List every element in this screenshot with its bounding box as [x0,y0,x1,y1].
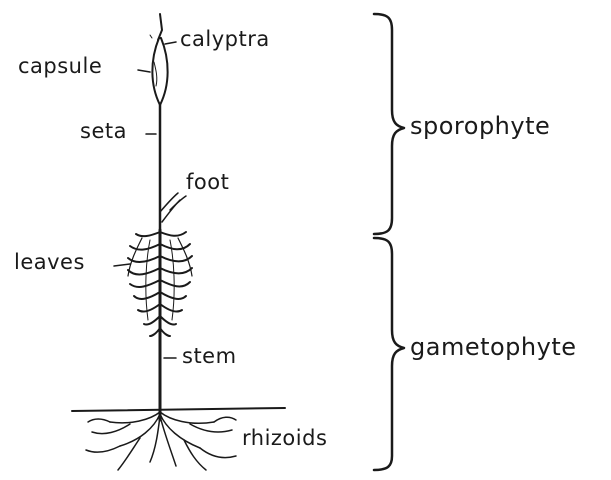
sporophyte-label: sporophyte [410,114,550,138]
rhizoids-shape [86,412,236,470]
ground-line [72,408,285,411]
leaves-leader [114,264,130,266]
leaves-label: leaves [14,252,85,273]
calyptra-shape [158,14,162,40]
sporophyte-brace [374,14,404,234]
capsule-leader [138,70,150,72]
seta-label: seta [80,121,127,142]
calyptra-label: calyptra [180,29,270,50]
gametophyte-label: gametophyte [410,335,577,359]
foot-shape [160,193,178,212]
stem-label: stem [182,346,237,367]
capsule-label: capsule [18,56,102,77]
rhizoids-label: rhizoids [242,428,327,449]
capsule-shape [152,38,167,105]
foot-label: foot [186,172,229,193]
gametophyte-brace [374,238,404,470]
calyptra-leader [165,42,176,44]
